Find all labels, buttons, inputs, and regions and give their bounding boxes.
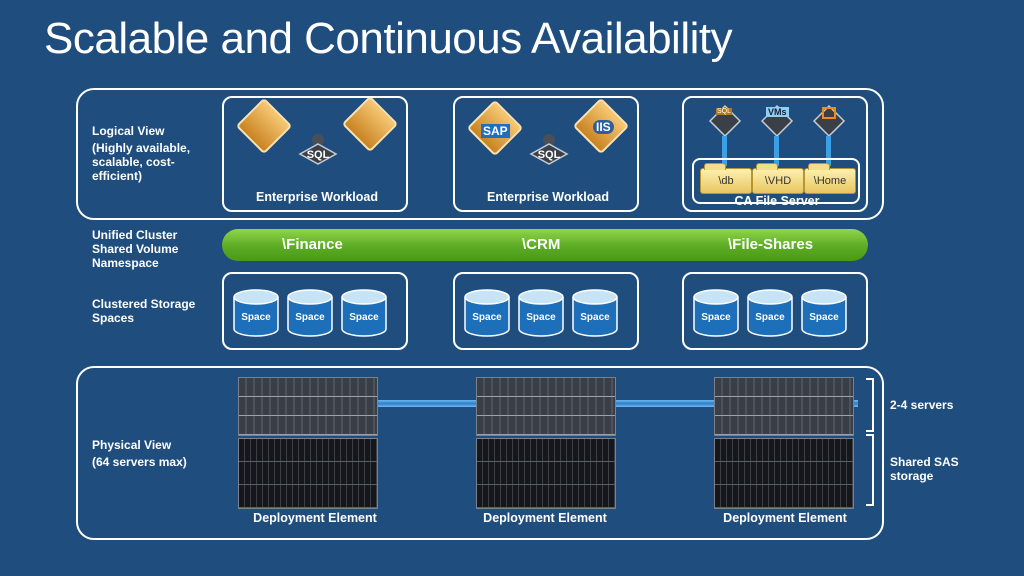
- sql-label: SQL: [306, 149, 330, 161]
- servers-note: 2-4 servers: [890, 398, 954, 412]
- arrow-vhd: [774, 136, 779, 166]
- storage-space-label: Space: [295, 312, 325, 323]
- storage-bracket: [866, 434, 874, 506]
- server-unit: [477, 378, 615, 397]
- space-group-2: [453, 272, 639, 350]
- storage-space-icon: Space: [232, 288, 280, 338]
- server-unit: [477, 397, 615, 416]
- storage-space-label: Space: [472, 312, 502, 323]
- workload-box-2: SAP IIS SQL Enterprise Workload: [453, 96, 639, 212]
- storage-space-icon: Space: [692, 288, 740, 338]
- storage-space-icon: Space: [746, 288, 794, 338]
- sas-storage-enclosure: [714, 438, 854, 509]
- storage-note: Shared SAS storage: [890, 455, 959, 483]
- folder-home-icon: \Home: [804, 163, 856, 194]
- disk-shelf: [239, 485, 377, 508]
- disk-shelf: [715, 462, 853, 485]
- iis-label: IIS: [593, 120, 614, 134]
- server-unit: [715, 378, 853, 397]
- storage-space-icon: Space: [340, 288, 388, 338]
- storage-space-label: Space: [526, 312, 556, 323]
- disk-shelf: [715, 485, 853, 508]
- server-unit: [477, 416, 615, 435]
- logical-view-title: Logical View: [92, 124, 165, 138]
- folder-vhd-icon: \VHD: [752, 163, 804, 194]
- page-title: Scalable and Continuous Availability: [44, 14, 733, 63]
- sas-storage-enclosure: [476, 438, 616, 509]
- space-group-1: [222, 272, 408, 350]
- file-server-node-sql-label: SQL: [716, 108, 733, 115]
- deployment-element-1: Deployment Element: [253, 511, 377, 525]
- sql-label: SQL: [537, 149, 561, 161]
- disk-shelf: [477, 439, 615, 462]
- storage-space-label: Space: [809, 312, 839, 323]
- workload-caption-2: Enterprise Workload: [486, 190, 610, 204]
- physical-view-subtitle: (64 servers max): [92, 455, 187, 469]
- file-server-node-vms-label: VMs: [766, 107, 789, 117]
- disk-shelf: [477, 485, 615, 508]
- arrow-home: [826, 136, 831, 166]
- physical-view-title: Physical View: [92, 438, 172, 452]
- server-unit: [239, 397, 377, 416]
- file-server-node-office-icon: [812, 104, 846, 138]
- ca-file-server-caption: CA File Server: [734, 194, 820, 208]
- storage-space-icon: Space: [800, 288, 848, 338]
- storage-space-label: Space: [701, 312, 731, 323]
- namespace-finance: \Finance: [282, 236, 343, 253]
- namespace-bar: \Finance \CRM \File-Shares: [222, 229, 868, 261]
- servers-bracket: [866, 378, 874, 432]
- namespace-label: Unified Cluster Shared Volume Namespace: [92, 228, 179, 270]
- server-stack: [714, 377, 854, 436]
- file-share-box: \db \VHD \Home: [692, 158, 860, 204]
- logical-view-label: Logical View (Highly available, scalable…: [92, 124, 212, 183]
- namespace-file-shares: \File-Shares: [728, 236, 814, 253]
- storage-space-label: Space: [755, 312, 785, 323]
- disk-shelf: [239, 439, 377, 462]
- storage-space-label: Space: [580, 312, 610, 323]
- disk-shelf: [715, 439, 853, 462]
- space-group-3: [682, 272, 868, 350]
- server-stack: [476, 377, 616, 436]
- storage-space-label: Space: [349, 312, 379, 323]
- sas-storage-enclosure: [238, 438, 378, 509]
- workload-box-1: SQL Enterprise Workload: [222, 95, 408, 212]
- server-unit: [715, 416, 853, 435]
- folder-db-icon: \db: [700, 163, 752, 194]
- arrow-db: [722, 136, 727, 166]
- sap-label: SAP: [481, 124, 510, 138]
- analytics-icon: [341, 95, 399, 153]
- storage-space-label: Space: [241, 312, 271, 323]
- physical-view-label: Physical View (64 servers max): [92, 438, 212, 469]
- logical-view-panel: [76, 88, 884, 220]
- server-unit: [239, 416, 377, 435]
- server-unit: [715, 397, 853, 416]
- storage-space-icon: Space: [571, 288, 619, 338]
- storage-spaces-label: Clustered Storage Spaces: [92, 297, 196, 325]
- deployment-element-3: Deployment Element: [723, 511, 847, 525]
- storage-space-icon: Space: [463, 288, 511, 338]
- storage-space-icon: Space: [517, 288, 565, 338]
- ca-file-server-box: SQL VMs \db \VHD \Home CA File Server: [682, 96, 868, 212]
- namespace-crm: \CRM: [522, 236, 561, 253]
- server-stack: [238, 377, 378, 436]
- storage-space-icon: Space: [286, 288, 334, 338]
- logical-view-subtitle: (Highly available, scalable, cost-effici…: [92, 141, 191, 183]
- sharepoint-icon: [235, 97, 293, 155]
- disk-shelf: [239, 462, 377, 485]
- disk-shelf: [477, 462, 615, 485]
- physical-view-panel: [76, 366, 884, 540]
- server-unit: [239, 378, 377, 397]
- sql-server-icon: [298, 134, 338, 165]
- deployment-element-2: Deployment Element: [483, 511, 607, 525]
- sql-server-icon: [529, 134, 569, 165]
- workload-caption-1: Enterprise Workload: [255, 190, 379, 204]
